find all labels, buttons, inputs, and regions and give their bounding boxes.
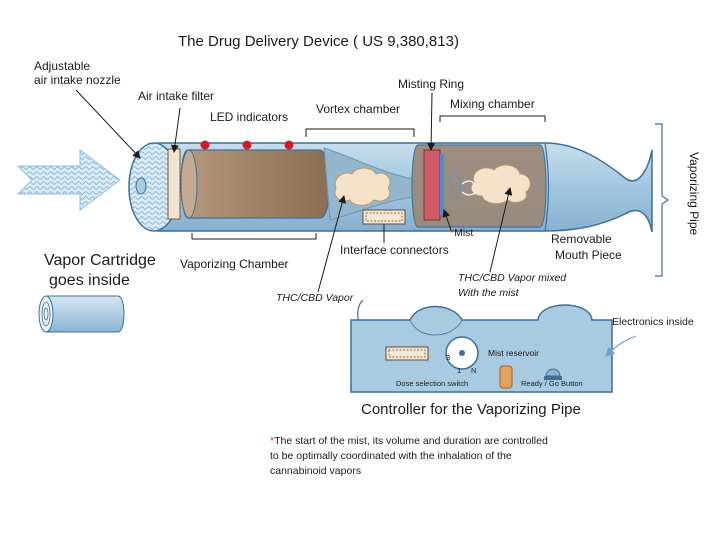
vapor-cartridge xyxy=(38,295,125,333)
leader-mist xyxy=(442,209,452,231)
leader-electronics xyxy=(605,335,637,357)
label-misting-ring: Misting Ring xyxy=(398,77,465,91)
vapor-cloud xyxy=(334,167,391,206)
footnote-line3: cannabinoid vapors xyxy=(270,465,362,477)
interface-connectors xyxy=(362,209,406,225)
leader-thc-vapor xyxy=(317,195,347,293)
label-adjustable-line2: air intake nozzle xyxy=(34,73,121,87)
vaporizing-chamber-bracket xyxy=(191,233,317,240)
label-removable-line2: Mouth Piece xyxy=(555,248,622,262)
mist-reservoir xyxy=(499,365,513,389)
footnote-line2: to be optimally coordinated with the inh… xyxy=(270,450,512,462)
ready-go-button[interactable] xyxy=(545,368,561,377)
label-dial-1: 1 xyxy=(457,366,462,375)
air-intake-arrow xyxy=(16,149,121,211)
label-thc-vapor: THC/CBD Vapor xyxy=(276,292,354,304)
label-ready-go-button: Ready / Go Button xyxy=(521,379,583,388)
diagram-title: The Drug Delivery Device ( US 9,380,813) xyxy=(178,33,459,50)
label-dose-selection-switch: Dose selection switch xyxy=(396,379,469,388)
label-vortex-chamber: Vortex chamber xyxy=(316,102,401,116)
leader-nozzle xyxy=(75,89,141,159)
label-mist-star: * xyxy=(450,227,455,239)
label-adjustable-line1: Adjustable xyxy=(34,59,91,73)
leader-misting-ring xyxy=(427,92,436,151)
vortex-chamber-bracket xyxy=(305,128,415,137)
label-vaporizing-pipe: Vaporizing Pipe xyxy=(687,152,701,236)
vaporizing-chamber xyxy=(180,149,330,219)
mist-spray xyxy=(447,169,462,203)
led-dot xyxy=(200,140,210,150)
label-interface-connectors: Interface connectors xyxy=(340,243,449,257)
label-vapor-cartridge-line2: goes inside xyxy=(49,272,130,289)
label-vaporizing-chamber: Vaporizing Chamber xyxy=(180,257,289,271)
mixing-chamber-bracket xyxy=(439,115,546,122)
label-air-intake-filter: Air intake filter xyxy=(138,89,215,103)
nozzle-opening xyxy=(135,177,147,195)
led-indicators xyxy=(200,140,294,150)
label-mist: Mist xyxy=(454,227,474,239)
leader-filter xyxy=(170,107,181,153)
mixed-vapor-cloud xyxy=(470,164,531,204)
label-thc-mixed-line2: With the mist xyxy=(458,287,519,299)
footnote-star: * xyxy=(270,435,275,447)
footnote-line1: The start of the mist, its volume and du… xyxy=(274,435,548,447)
label-vapor-cartridge-line1: Vapor Cartridge xyxy=(44,252,156,269)
vaporizing-pipe-bracket xyxy=(655,123,670,277)
controller-body xyxy=(350,304,613,393)
label-dial-n: N xyxy=(471,366,477,375)
label-dial-3: 3 xyxy=(446,353,451,362)
label-thc-mixed-line1: THC/CBD Vapor mixed xyxy=(458,272,567,284)
mouthpiece-joint xyxy=(544,142,550,232)
led-dot xyxy=(242,140,252,150)
led-dot xyxy=(284,140,294,150)
label-led-indicators: LED indicators xyxy=(210,110,289,124)
controller-interface-connectors xyxy=(385,346,429,361)
label-controller-caption: Controller for the Vaporizing Pipe xyxy=(361,401,581,418)
air-intake-filter xyxy=(167,148,181,220)
label-mixing-chamber: Mixing chamber xyxy=(450,97,535,111)
label-mist-reservoir: Mist reservoir xyxy=(488,348,540,358)
misting-ring xyxy=(423,149,441,221)
label-electronics-inside: Electronics inside xyxy=(612,316,694,328)
label-removable-line1: Removable xyxy=(551,232,612,246)
leader-mixed-vapor xyxy=(489,187,513,273)
